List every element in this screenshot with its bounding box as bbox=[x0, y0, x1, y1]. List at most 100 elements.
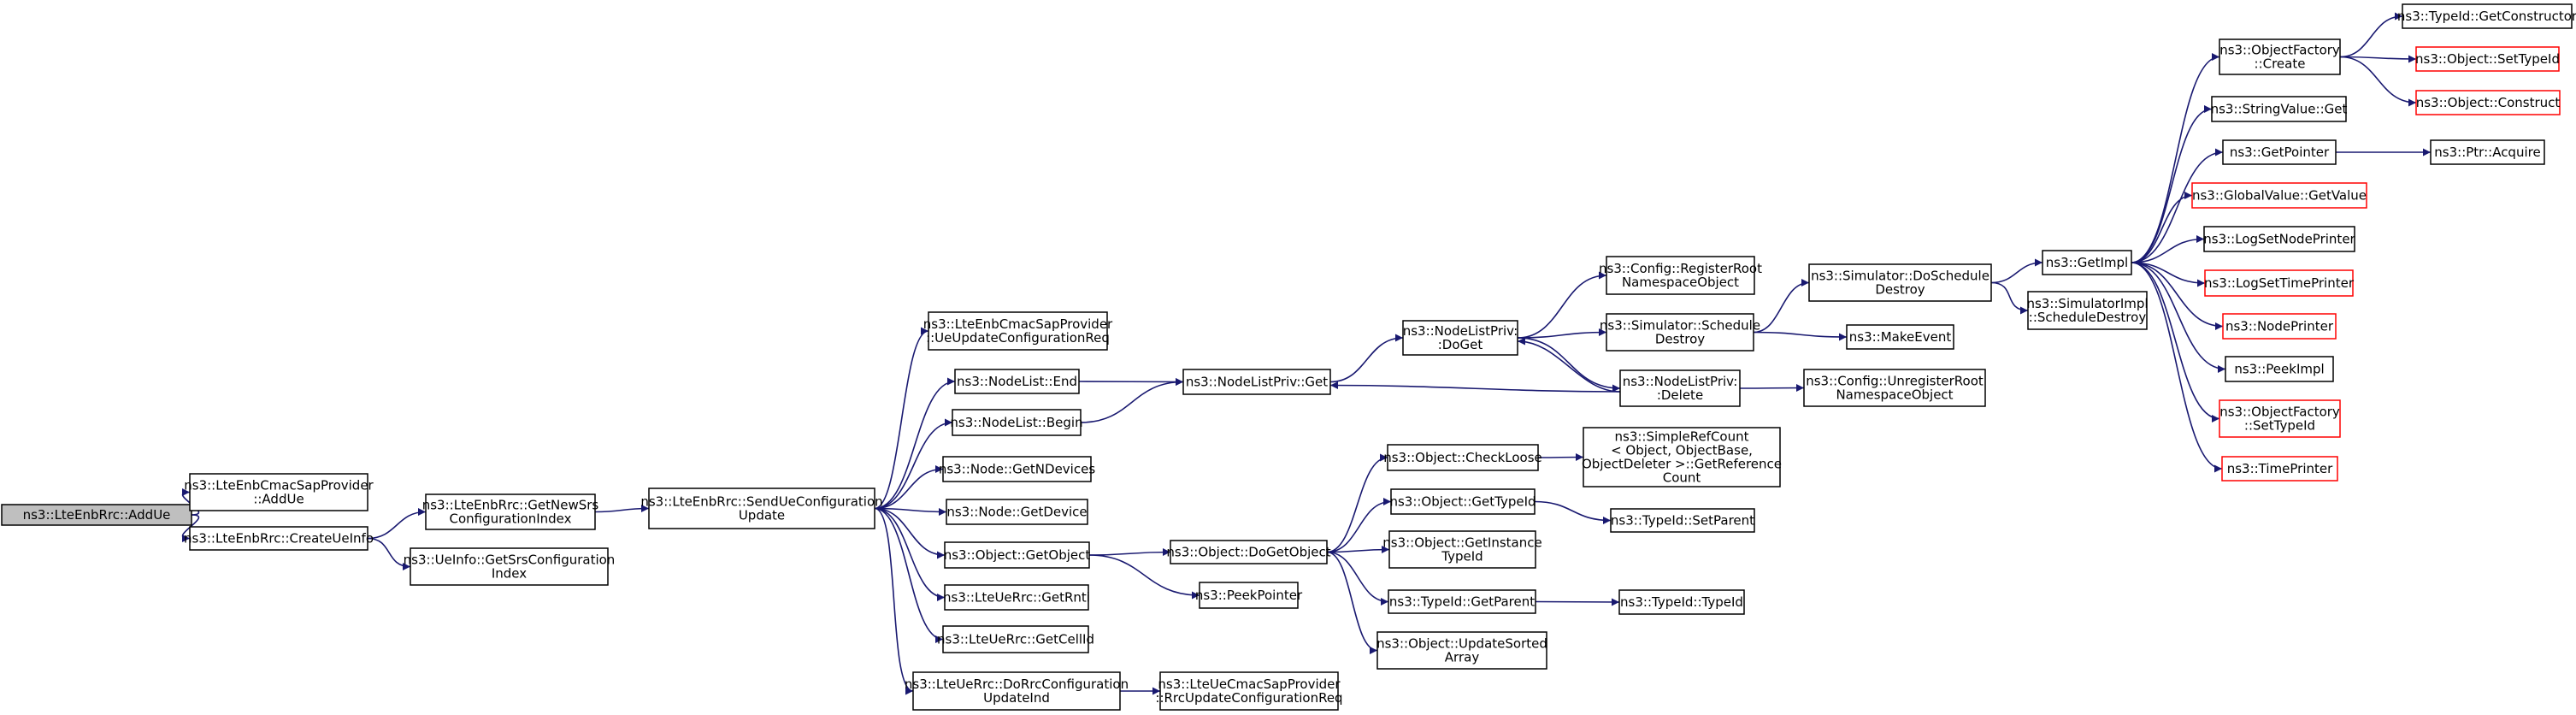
node-ns3-lteenbcmacsapprovider-ueupdateconfigurationreq[interactable]: ns3::LteEnbCmacSapProvider::UeUpdateConf… bbox=[923, 311, 1113, 351]
edge-n7-to-n16 bbox=[1078, 377, 1184, 386]
node-label-line: ::Create bbox=[2255, 56, 2306, 72]
node-label-line: ns3::SimulatorImpl bbox=[2026, 296, 2148, 311]
node-ns3-logsetnodeprinter[interactable]: ns3::LogSetNodePrinter bbox=[2203, 226, 2356, 252]
node-box bbox=[2042, 250, 2132, 275]
node-box bbox=[2430, 139, 2545, 165]
node-box bbox=[944, 541, 1090, 569]
node-ns3-stringvalue-get[interactable]: ns3::StringValue::Get bbox=[2211, 96, 2348, 122]
node-ns3-ptr-acquire[interactable]: ns3::Ptr::Acquire bbox=[2430, 139, 2545, 165]
node-ns3-lteuerrc-getcellid[interactable]: ns3::LteUeRrc::GetCellId bbox=[937, 625, 1094, 653]
node-ns3-lteenbcmacsapprovider-addue[interactable]: ns3::LteEnbCmacSapProvider::AddUe bbox=[184, 473, 374, 511]
node-label-line: ns3::Object::SetTypeId bbox=[2415, 51, 2560, 67]
node-ns3-lteuecmacsapprovider-rrcupdateconfigurationreq[interactable]: ns3::LteUeCmacSapProvider::RrcUpdateConf… bbox=[1155, 671, 1343, 711]
node-ns3-nodelist-begin[interactable]: ns3::NodeList::Begin bbox=[950, 409, 1083, 436]
node-label-line: ns3::Config::RegisterRoot bbox=[1599, 261, 1762, 276]
edge-n24-to-n44 bbox=[2131, 262, 2220, 422]
node-box bbox=[2191, 182, 2367, 209]
node-ns3-lteenbrrc-getnewsrs-configurationindex[interactable]: ns3::LteEnbRrc::GetNewSrsConfigurationIn… bbox=[422, 493, 599, 530]
node-label-line: ns3::Ptr::Acquire bbox=[2434, 145, 2540, 160]
node-box bbox=[2402, 3, 2573, 29]
node-ns3-logsettimeprinter[interactable]: ns3::LogSetTimePrinter bbox=[2204, 269, 2355, 297]
node-label-line: :DoGet bbox=[1438, 337, 1483, 352]
edge-n36-to-n47 bbox=[2339, 55, 2417, 63]
node-ns3-typeid-setparent[interactable]: ns3::TypeId::SetParent bbox=[1610, 508, 1755, 533]
node-ns3-config-unregisterroot-namespaceobject[interactable]: ns3::Config::UnregisterRootNamespaceObje… bbox=[1803, 369, 1986, 407]
node-box bbox=[942, 456, 1092, 482]
node-ns3-object-construct[interactable]: ns3::Object::Construct bbox=[2415, 90, 2561, 115]
node-label-line: ns3::Node::GetNDevices bbox=[939, 462, 1095, 477]
node-ns3-node-getdevice[interactable]: ns3::Node::GetDevice bbox=[946, 499, 1088, 525]
node-label-line: ns3::Object::GetObject bbox=[944, 547, 1091, 563]
node-ns3-objectfactory-settypeid[interactable]: ns3::ObjectFactory::SetTypeId bbox=[2219, 399, 2341, 438]
node-label-line: ns3::LogSetNodePrinter bbox=[2203, 232, 2355, 247]
node-ns3-peekpointer[interactable]: ns3::PeekPointer bbox=[1195, 582, 1303, 609]
node-ns3-typeid-getconstructor[interactable]: ns3::TypeId::GetConstructor bbox=[2397, 3, 2576, 29]
node-ns3-lteenbrrc-sendueconfiguration-update[interactable]: ns3::LteEnbRrc::SendUeConfigurationUpdat… bbox=[640, 488, 883, 529]
edge-n24-to-n42 bbox=[2131, 262, 2224, 330]
node-box bbox=[1808, 263, 1992, 302]
node-ns3-globalvalue-getvalue[interactable]: ns3::GlobalValue::GetValue bbox=[2191, 182, 2367, 209]
node-ns3-timeprinter[interactable]: ns3::TimePrinter bbox=[2221, 456, 2338, 482]
node-ns3-simplerefcount-object-objectbase-objectdeleter-getreference-count[interactable]: ns3::SimpleRefCount< Object, ObjectBase,… bbox=[1582, 427, 1782, 488]
node-box bbox=[2415, 46, 2560, 72]
node-label-line: ns3::LteEnbRrc::AddUe bbox=[23, 507, 171, 523]
node-ns3-lteuerrc-dorrcconfiguration-updateind[interactable]: ns3::LteUeRrc::DoRrcConfigurationUpdateI… bbox=[905, 671, 1129, 711]
node-label-line: ns3::PeekPointer bbox=[1195, 588, 1303, 603]
edge-n24-to-n37 bbox=[2131, 105, 2213, 263]
node-ns3-object-dogetobject[interactable]: ns3::Object::DoGetObject bbox=[1166, 540, 1331, 564]
node-ns3-object-gettypeid[interactable]: ns3::Object::GetTypeId bbox=[1389, 488, 1536, 515]
node-box bbox=[2203, 226, 2355, 252]
edge-n21-to-n25 bbox=[1990, 281, 2029, 315]
node-ns3-getimpl[interactable]: ns3::GetImpl bbox=[2042, 250, 2132, 275]
node-label-line: ns3::Simulator::DoSchedule bbox=[1811, 269, 1989, 284]
edge-n5-to-n9 bbox=[874, 465, 944, 510]
node-label-line: ns3::LteUeRrc::GetRnti bbox=[943, 590, 1090, 606]
node-ns3-makeevent[interactable]: ns3::MakeEvent bbox=[1846, 324, 1954, 350]
node-box bbox=[2415, 90, 2561, 115]
node-label-line: ns3::Config::UnregisterRoot bbox=[1806, 374, 1984, 389]
node-label-line: ns3::NodeListPriv: bbox=[1623, 374, 1738, 389]
node-label-line: Array bbox=[1445, 650, 1480, 665]
node-ns3-lteenbrrc-createueinfo[interactable]: ns3::LteEnbRrc::CreateUeInfo bbox=[184, 526, 374, 551]
node-ns3-nodelist-end[interactable]: ns3::NodeList::End bbox=[954, 369, 1080, 394]
node-label-line: ns3::LteUeRrc::GetCellId bbox=[937, 632, 1094, 647]
node-box bbox=[954, 369, 1080, 394]
node-label-line: ns3::LteUeCmacSapProvider bbox=[1158, 677, 1341, 692]
node-ns3-nodelistpriv-delete[interactable]: ns3::NodeListPriv::Delete bbox=[1619, 369, 1741, 407]
node-label-line: ns3::LteEnbCmacSapProvider bbox=[923, 316, 1113, 332]
node-box bbox=[1, 504, 192, 526]
edge-n5-to-n13 bbox=[874, 507, 944, 643]
node-ns3-object-getobject[interactable]: ns3::Object::GetObject bbox=[944, 541, 1091, 569]
node-ns3-nodelistpriv-doget[interactable]: ns3::NodeListPriv::DoGet bbox=[1402, 320, 1518, 356]
node-label-line: ns3::TimePrinter bbox=[2227, 461, 2333, 476]
node-ns3-simulatorimpl-scheduledestroy[interactable]: ns3::SimulatorImpl::ScheduleDestroy bbox=[2026, 291, 2149, 330]
node-ns3-nodeprinter[interactable]: ns3::NodePrinter bbox=[2222, 313, 2337, 340]
edge-n5-to-n7 bbox=[874, 377, 956, 510]
node-ns3-object-checkloose[interactable]: ns3::Object::CheckLoose bbox=[1383, 444, 1542, 471]
node-ns3-getpointer[interactable]: ns3::GetPointer bbox=[2222, 139, 2337, 165]
node-ns3-nodelistpriv-get[interactable]: ns3::NodeListPriv::Get bbox=[1182, 369, 1331, 395]
node-ns3-peekimpl[interactable]: ns3::PeekImpl bbox=[2225, 356, 2334, 382]
edge-n20-to-n22 bbox=[1753, 331, 1848, 341]
node-ns3-simulator-schedule-destroy[interactable]: ns3::Simulator::ScheduleDestroy bbox=[1600, 313, 1760, 352]
node-label-line: ns3::NodeList::Begin bbox=[950, 415, 1082, 430]
node-ns3-lteuerrc-getrnti[interactable]: ns3::LteUeRrc::GetRnti bbox=[943, 584, 1090, 611]
node-ns3-node-getndevices[interactable]: ns3::Node::GetNDevices bbox=[939, 456, 1095, 482]
node-ns3-lteenbrrc-addue[interactable]: ns3::LteEnbRrc::AddUe bbox=[1, 504, 192, 526]
edge-n20-to-n21 bbox=[1753, 279, 1810, 334]
node-label-line: UpdateInd bbox=[983, 690, 1050, 706]
node-box bbox=[942, 625, 1089, 653]
edge-n5-to-n11 bbox=[874, 507, 946, 559]
node-ns3-objectfactory-create[interactable]: ns3::ObjectFactory::Create bbox=[2219, 38, 2341, 75]
node-label-line: ns3::GetPointer bbox=[2230, 145, 2330, 160]
node-box bbox=[1618, 589, 1745, 615]
node-ns3-typeid-typeid[interactable]: ns3::TypeId::TypeId bbox=[1618, 589, 1745, 615]
node-ns3-typeid-getparent[interactable]: ns3::TypeId::GetParent bbox=[1388, 589, 1536, 614]
node-ns3-object-settypeid[interactable]: ns3::Object::SetTypeId bbox=[2415, 46, 2560, 72]
